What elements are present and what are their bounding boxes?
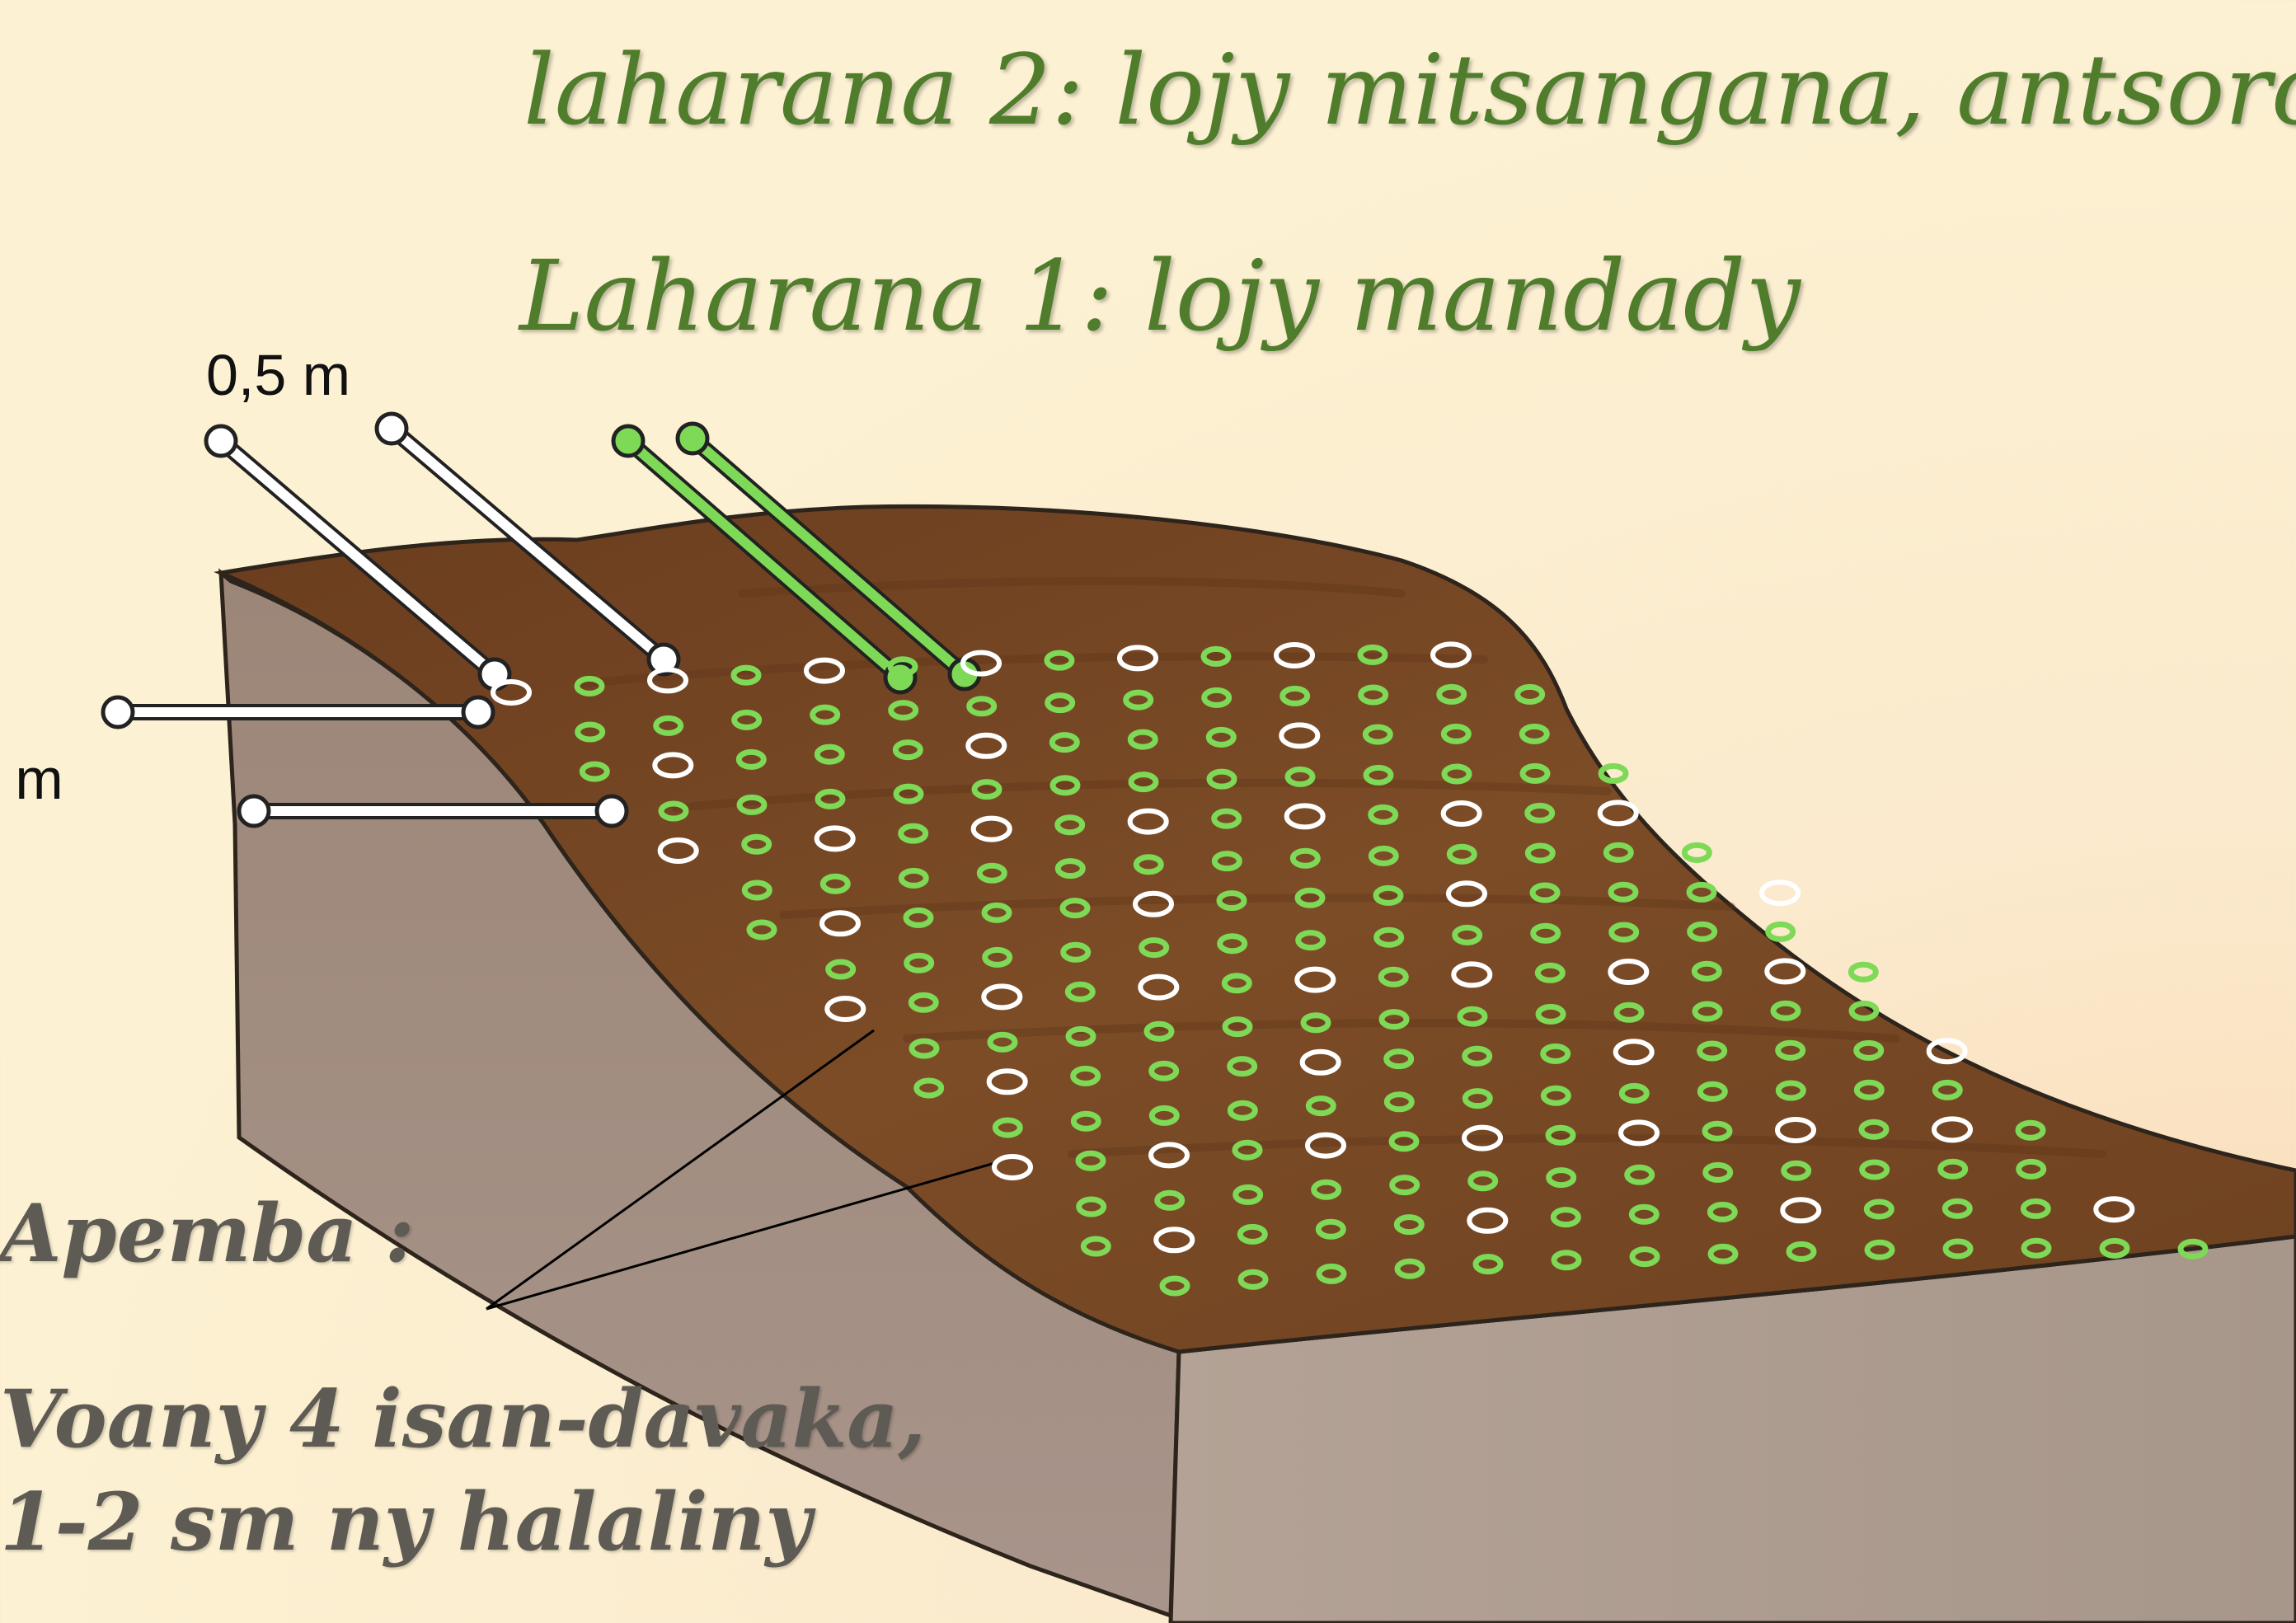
hole-lying: [1684, 845, 1709, 860]
note-line-1: Voany 4 isan-davaka,: [0, 1372, 926, 1466]
title-line-1: Laharana 1: lojy mandady: [519, 239, 1801, 353]
row-spacing-label: 0,5 m: [206, 342, 350, 408]
hole-upright: [1762, 882, 1798, 903]
hole-lying: [1851, 964, 1876, 979]
hole-lying: [1768, 924, 1793, 939]
note-heading: Apemba :: [0, 1187, 414, 1280]
title-line-2: laharana 2: lojy mitsangana, antsoro: [524, 33, 2296, 147]
note-line-2: 1-2 sm ny halaliny: [0, 1475, 811, 1569]
column-spacing-label: 1 m: [0, 746, 63, 812]
